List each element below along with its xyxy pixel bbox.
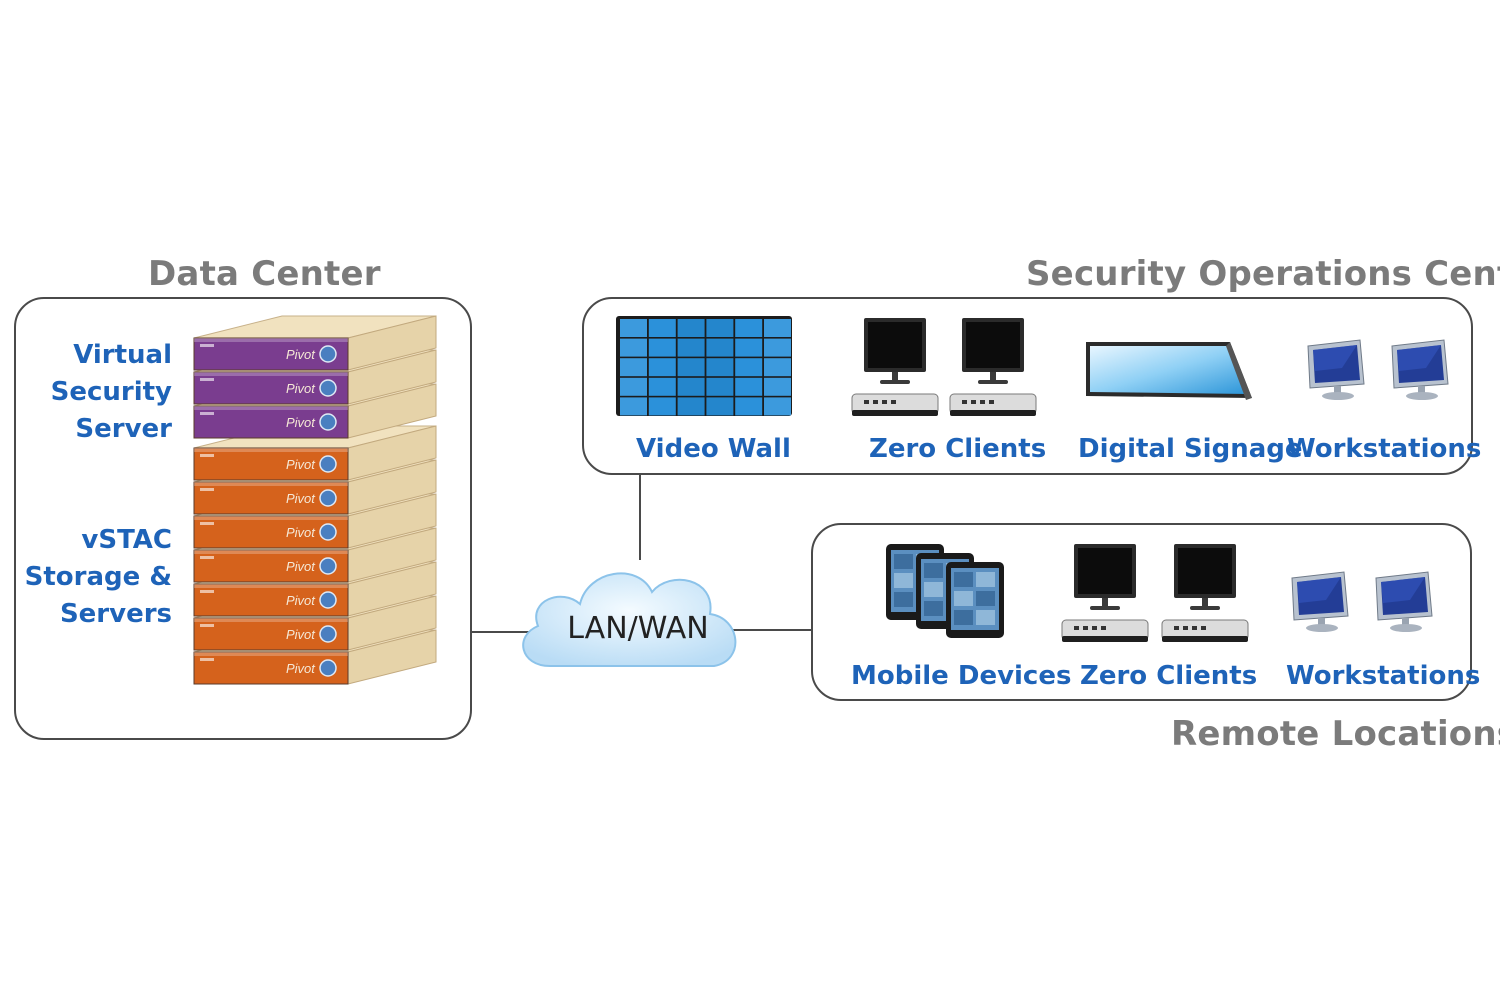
server-unit: Pivot (193, 493, 437, 549)
label-line: Storage & (24, 562, 172, 592)
video-wall-screen (620, 338, 647, 357)
server-logo-icon (319, 625, 337, 643)
video-wall-screen (706, 338, 734, 357)
zero-client-icon (949, 318, 1037, 416)
data-center-title: Data Center (148, 254, 381, 294)
video-wall-screen (764, 377, 791, 396)
video-wall-screen (648, 319, 676, 337)
soc-item-video-wall: Video Wall (636, 434, 791, 464)
server-rack-icon: PivotPivotPivotPivotPivotPivotPivotPivot… (193, 315, 437, 685)
server-logo-icon (319, 523, 337, 541)
cloud-icon: LAN/WAN (522, 572, 737, 667)
vstac-storage-servers-label: vSTAC Storage & Servers (25, 522, 172, 633)
server-logo-icon (319, 455, 337, 473)
video-wall-screen (764, 397, 791, 416)
soc-item-zero-clients: Zero Clients (869, 434, 1047, 464)
server-logo-icon (319, 379, 337, 397)
zero-client-icon (1161, 544, 1249, 642)
server-brand-label: Pivot (286, 347, 316, 362)
soc-title: Security Operations Center (1026, 254, 1500, 294)
server-brand-label: Pivot (286, 661, 316, 676)
server-brand-label: Pivot (286, 381, 316, 396)
server-logo-icon (319, 489, 337, 507)
soc-item-workstations: Workstations (1287, 434, 1482, 464)
workstation-icon (1307, 339, 1365, 400)
video-wall-screen (620, 358, 647, 377)
tablet-icon (886, 544, 1004, 638)
label-line: vSTAC (81, 525, 172, 555)
video-wall-screen (735, 319, 763, 337)
video-wall-screen (706, 319, 734, 337)
video-wall-screen (677, 338, 705, 357)
server-brand-label: Pivot (286, 525, 316, 540)
server-unit: Pivot (193, 629, 437, 685)
server-brand-label: Pivot (286, 593, 316, 608)
remote-title: Remote Locations (1171, 714, 1500, 754)
zero-client-icon (1061, 544, 1149, 642)
label-line: Security (50, 377, 172, 407)
video-wall-screen (735, 397, 763, 416)
server-unit: Pivot (193, 459, 437, 515)
workstation-icon (1391, 339, 1449, 400)
video-wall-screen (764, 338, 791, 357)
video-wall-screen (735, 377, 763, 396)
video-wall-icon (616, 316, 792, 416)
video-wall-screen (677, 377, 705, 396)
video-wall-screen (735, 338, 763, 357)
video-wall-screen (620, 319, 647, 337)
server-brand-label: Pivot (286, 559, 316, 574)
label-line: Virtual (73, 340, 172, 370)
video-wall-screen (677, 397, 705, 416)
virtual-security-server-label: Virtual Security Server (51, 337, 172, 448)
soc-item-digital-signage: Digital Signage (1078, 434, 1303, 464)
zero-client-icon (851, 318, 939, 416)
video-wall-screen (677, 358, 705, 377)
remote-item-workstations: Workstations (1286, 661, 1481, 691)
video-wall-screen (677, 319, 705, 337)
video-wall-screen (620, 377, 647, 396)
video-wall-screen (764, 358, 791, 377)
server-logo-icon (319, 591, 337, 609)
workstation-icon (1375, 571, 1433, 632)
remote-item-zero-clients: Zero Clients (1080, 661, 1258, 691)
server-logo-icon (319, 659, 337, 677)
workstation-icon (1291, 571, 1349, 632)
video-wall-screen (620, 397, 647, 416)
server-logo-icon (319, 345, 337, 363)
video-wall-screen (706, 397, 734, 416)
cloud-label: LAN/WAN (567, 611, 708, 646)
tablet (946, 562, 1004, 638)
video-wall-screen (648, 358, 676, 377)
server-logo-icon (319, 557, 337, 575)
remote-item-mobile-devices: Mobile Devices (851, 661, 1072, 691)
server-brand-label: Pivot (286, 457, 316, 472)
server-logo-icon (319, 413, 337, 431)
video-wall-screen (648, 397, 676, 416)
server-brand-label: Pivot (286, 491, 316, 506)
server-brand-label: Pivot (286, 627, 316, 642)
video-wall-screen (706, 358, 734, 377)
server-brand-label: Pivot (286, 415, 316, 430)
video-wall-screen (648, 377, 676, 396)
video-wall-screen (735, 358, 763, 377)
video-wall-screen (764, 319, 791, 337)
label-line: Servers (59, 599, 172, 629)
video-wall-screen (706, 377, 734, 396)
server-unit: Pivot (193, 315, 437, 371)
digital-signage-icon (1086, 342, 1252, 400)
label-line: Server (75, 414, 172, 444)
video-wall-screen (648, 338, 676, 357)
